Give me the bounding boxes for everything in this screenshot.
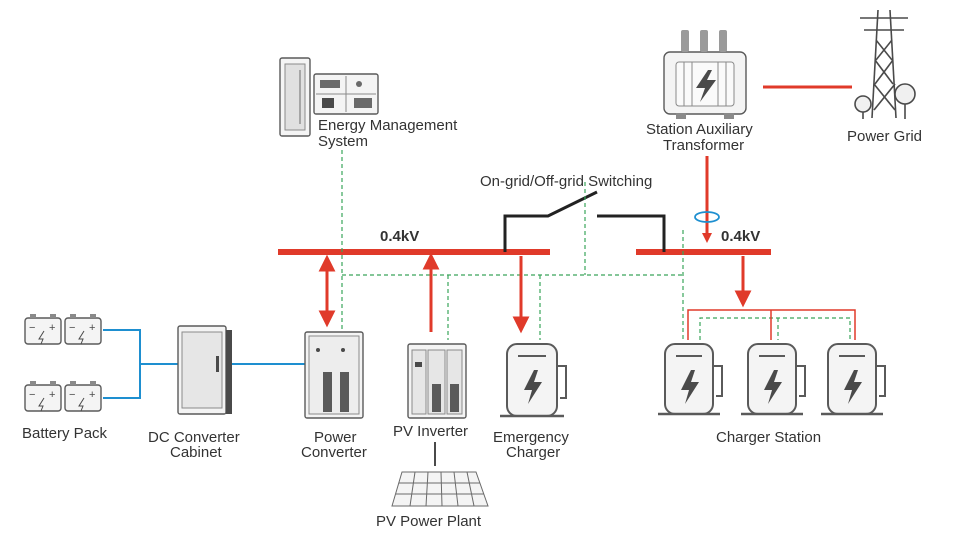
ct-ring <box>694 211 720 223</box>
solar-panel-icon <box>391 471 489 507</box>
svg-text:+: + <box>89 322 95 334</box>
ems-label-2: System <box>318 133 368 150</box>
grid-switch <box>503 190 666 252</box>
control-network <box>341 150 851 340</box>
battery-pack-label: Battery Pack <box>22 425 108 442</box>
battery-icon: −+ <box>24 314 62 345</box>
ev-charger-icon <box>821 343 886 416</box>
battery-icon: −+ <box>24 381 62 412</box>
pv-plant-label: PV Power Plant <box>376 513 482 530</box>
svg-text:−: − <box>29 322 35 334</box>
svg-text:+: + <box>49 322 55 334</box>
power-converter-label-1: Power <box>314 429 357 446</box>
ev-charger-icon <box>500 343 567 418</box>
emergency-charger-label-1: Emergency <box>493 429 569 446</box>
power-grid-label: Power Grid <box>847 128 922 145</box>
monitor-icon <box>313 73 379 115</box>
charger-station-label: Charger Station <box>716 429 821 446</box>
converter-icon <box>304 331 364 419</box>
ems-label-1: Energy Management <box>318 117 458 134</box>
dc-cabinet-label-1: DC Converter <box>148 429 240 446</box>
dc-links <box>103 329 305 399</box>
ev-charger-icon <box>741 343 806 416</box>
cabinet-icon <box>177 325 232 415</box>
svg-text:−: − <box>29 389 35 401</box>
inverter-icon <box>407 343 467 419</box>
switching-label: On-grid/Off-grid Switching <box>480 173 652 190</box>
server-rack-icon <box>279 57 311 137</box>
pv-inverter-label: PV Inverter <box>393 423 468 440</box>
pylon-icon <box>854 9 916 119</box>
bus-label-right: 0.4kV <box>721 228 760 245</box>
transformer-label-2: Transformer <box>663 137 744 154</box>
bus-label-left: 0.4kV <box>380 228 419 245</box>
svg-text:−: − <box>69 389 75 401</box>
battery-icon: −+ <box>64 314 102 345</box>
emergency-charger-label-2: Charger <box>506 444 560 461</box>
svg-text:+: + <box>89 389 95 401</box>
battery-icon: −+ <box>64 381 102 412</box>
power-flows <box>318 252 752 334</box>
transformer-label-1: Station Auxiliary <box>646 121 753 138</box>
transformer-icon <box>663 30 747 119</box>
power-converter-label-2: Converter <box>301 444 367 461</box>
svg-text:−: − <box>69 322 75 334</box>
charger-feeder <box>687 309 856 340</box>
ev-charger-icon <box>658 343 723 416</box>
busbar-left <box>278 249 550 255</box>
busbar-right <box>636 249 771 255</box>
dc-cabinet-label-2: Cabinet <box>170 444 223 461</box>
svg-text:+: + <box>49 389 55 401</box>
